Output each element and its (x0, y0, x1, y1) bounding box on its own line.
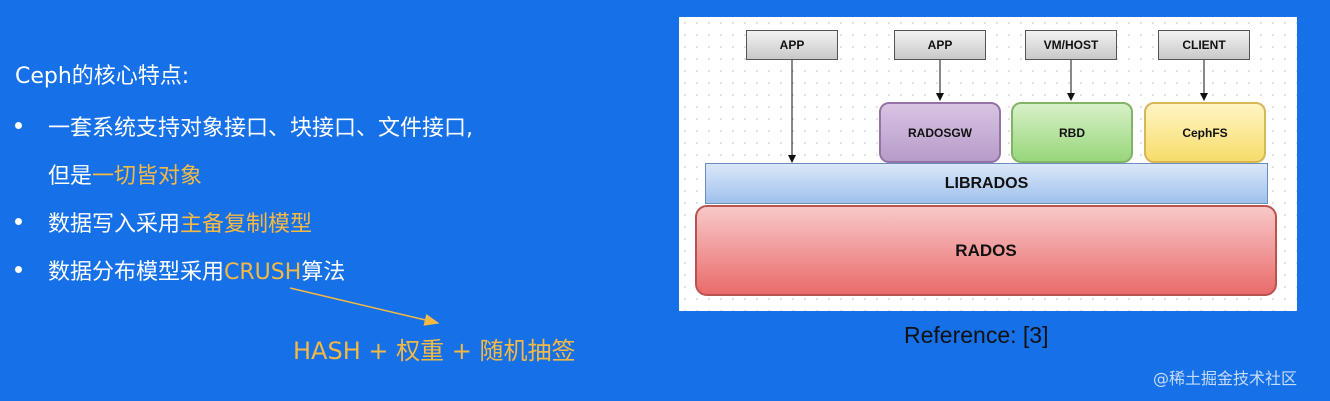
client-box: CLIENT (1158, 30, 1250, 60)
bullet-text: 数据分布模型采用CRUSH算法 (48, 254, 345, 286)
watermark: @稀土掘金技术社区 (1153, 369, 1298, 388)
cephfs-box: CephFS (1144, 102, 1266, 163)
app-box: APP (746, 30, 838, 60)
ceph-architecture-diagram: APP APP VM/HOST CLIENT RADOSGW RBD CephF… (679, 17, 1297, 311)
rbd-box: RBD (1011, 102, 1133, 163)
bullet-dot-icon (15, 266, 22, 273)
bullet-highlight: CRUSH (224, 260, 302, 285)
app-box: APP (894, 30, 986, 60)
crush-formula: HASH + 权重 + 随机抽签 (293, 337, 576, 365)
bullet-dot-icon (15, 122, 22, 129)
bullet-highlight: 主备复制模型 (180, 212, 313, 237)
bullet-text: 一套系统支持对象接口、块接口、文件接口, (48, 116, 473, 141)
bullet-continuation: 但是一切皆对象 (48, 158, 202, 190)
bullet-suffix: 算法 (301, 260, 346, 285)
bullet-text: 数据写入采用主备复制模型 (48, 206, 312, 238)
vmhost-box: VM/HOST (1025, 30, 1117, 60)
continuation-plain: 但是 (48, 164, 93, 189)
bullet-plain: 数据分布模型采用 (48, 260, 225, 285)
bullet-dot-icon (15, 218, 22, 225)
radosgw-box: RADOSGW (879, 102, 1001, 163)
librados-box: LIBRADOS (705, 163, 1268, 204)
reference-caption: Reference: [3] (904, 322, 1049, 348)
continuation-highlight: 一切皆对象 (92, 164, 203, 189)
arrow-line (289, 287, 440, 326)
diagram-connectors (788, 60, 1208, 163)
rados-box: RADOS (695, 205, 1277, 296)
slide-heading: Ceph的核心特点: (15, 64, 190, 89)
bullet-plain: 数据写入采用 (48, 212, 181, 237)
